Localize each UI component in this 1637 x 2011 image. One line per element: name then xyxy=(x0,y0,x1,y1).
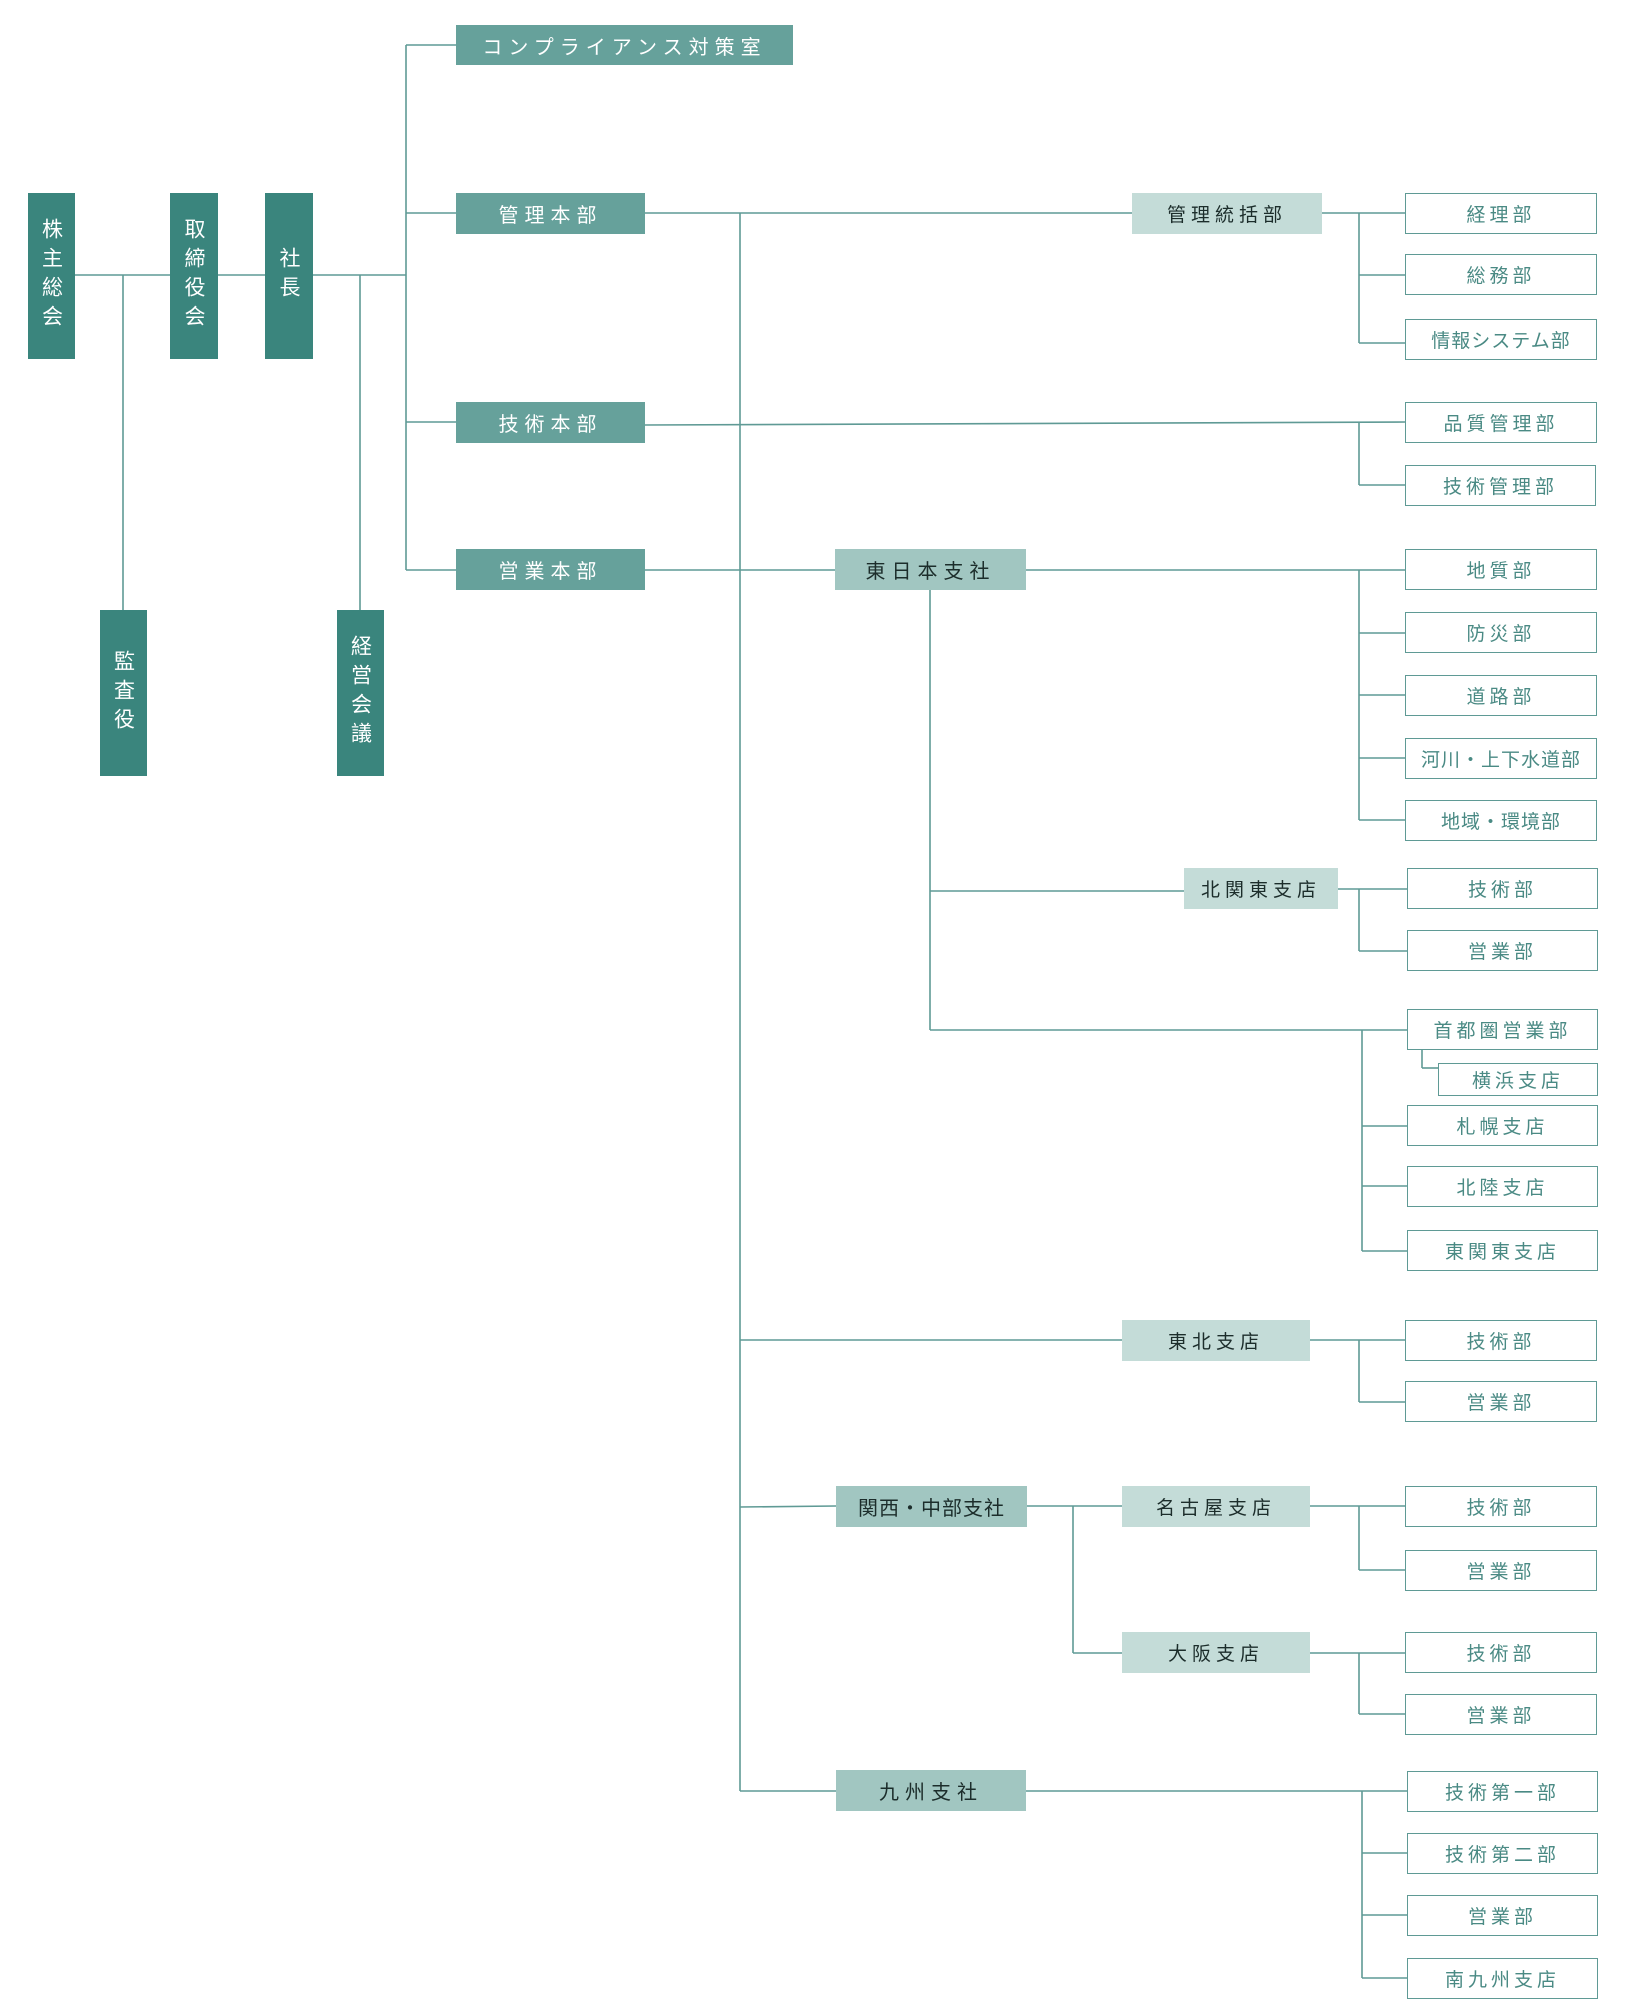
tech-hq-label: 技術本部 xyxy=(498,412,603,436)
board-of-directors-label: 取締役会 xyxy=(182,218,206,334)
dept-label: 技術部 xyxy=(1466,1497,1536,1519)
dept-label: 横浜支店 xyxy=(1471,1070,1564,1092)
dept-label: 品質管理部 xyxy=(1443,413,1559,435)
dept-box-sales: 営業部 xyxy=(1405,1550,1597,1591)
management-meeting-box: 経営会議 xyxy=(337,610,384,776)
admin-hq-box: 管理本部 xyxy=(456,193,645,234)
dept-label: 営業部 xyxy=(1467,941,1537,963)
dept-label: 河川・上下水道部 xyxy=(1420,749,1581,771)
dept-box-regional-environment: 地域・環境部 xyxy=(1405,800,1597,841)
nagoya-branch-label: 名古屋支店 xyxy=(1155,1497,1276,1519)
dept-label: 営業部 xyxy=(1466,1392,1536,1414)
dept-box-sales: 営業部 xyxy=(1407,930,1598,971)
dept-box-accounting: 経理部 xyxy=(1405,193,1597,234)
minamikyushu-branch-box: 南九州支店 xyxy=(1407,1958,1598,1999)
dept-box-sales: 営業部 xyxy=(1407,1895,1598,1936)
dept-label: 営業部 xyxy=(1466,1561,1536,1583)
dept-box-technical: 技術部 xyxy=(1407,868,1598,909)
dept-label: 南九州支店 xyxy=(1444,1969,1560,1991)
dept-box-sales: 営業部 xyxy=(1405,1694,1597,1735)
east-japan-branch-box: 東日本支社 xyxy=(835,549,1026,590)
dept-box-technical: 技術部 xyxy=(1405,1632,1597,1673)
dept-label: 技術第一部 xyxy=(1444,1782,1560,1804)
kansai-chubu-branch-label: 関西・中部支社 xyxy=(858,1496,1005,1520)
dept-box-disaster-prevention: 防災部 xyxy=(1405,612,1597,653)
dept-label: 情報システム部 xyxy=(1431,330,1571,352)
tech-hq-box: 技術本部 xyxy=(456,402,645,443)
dept-label: 営業部 xyxy=(1466,1705,1536,1727)
dept-label: 道路部 xyxy=(1466,686,1536,708)
dept-label: 地域・環境部 xyxy=(1440,811,1561,833)
dept-label: 東関東支店 xyxy=(1444,1241,1560,1263)
admin-general-box: 管理統括部 xyxy=(1132,193,1322,234)
dept-label: 防災部 xyxy=(1466,623,1536,645)
dept-box-quality-management: 品質管理部 xyxy=(1405,402,1597,443)
dept-label: 技術部 xyxy=(1466,1643,1536,1665)
dept-label: 技術第二部 xyxy=(1444,1844,1560,1866)
higashikanto-branch-box: 東関東支店 xyxy=(1407,1230,1598,1271)
dept-box-technical-2: 技術第二部 xyxy=(1407,1833,1598,1874)
management-meeting-label: 経営会議 xyxy=(348,635,373,751)
dept-box-roads: 道路部 xyxy=(1405,675,1597,716)
dept-label: 営業部 xyxy=(1467,1906,1537,1928)
sales-hq-box: 営業本部 xyxy=(456,549,645,590)
dept-box-technical: 技術部 xyxy=(1405,1320,1597,1361)
compliance-office-box: コンプライアンス対策室 xyxy=(456,25,793,65)
dept-box-general-affairs: 総務部 xyxy=(1405,254,1597,295)
dept-label: 総務部 xyxy=(1466,265,1536,287)
dept-label: 地質部 xyxy=(1466,560,1536,582)
admin-hq-label: 管理本部 xyxy=(498,203,603,227)
dept-box-technical-1: 技術第一部 xyxy=(1407,1771,1598,1812)
yokohama-branch-box: 横浜支店 xyxy=(1438,1063,1598,1096)
tohoku-branch-label: 東北支店 xyxy=(1167,1331,1264,1353)
dept-label: 首都圏営業部 xyxy=(1433,1020,1572,1042)
dept-label: 経理部 xyxy=(1466,204,1536,226)
dept-box-geology: 地質部 xyxy=(1405,549,1597,590)
president-label: 社長 xyxy=(277,247,301,305)
shareholders-meeting-label: 株主総会 xyxy=(39,218,64,334)
dept-box-information-systems: 情報システム部 xyxy=(1405,319,1597,360)
admin-general-label: 管理統括部 xyxy=(1166,204,1287,226)
dept-label: 技術部 xyxy=(1467,879,1537,901)
president-box: 社長 xyxy=(265,193,313,359)
kansai-chubu-branch-box: 関西・中部支社 xyxy=(836,1486,1027,1527)
sapporo-branch-box: 札幌支店 xyxy=(1407,1105,1598,1146)
dept-box-rivers-water: 河川・上下水道部 xyxy=(1405,738,1597,779)
hokuriku-branch-box: 北陸支店 xyxy=(1407,1166,1598,1207)
dept-box-technical: 技術部 xyxy=(1405,1486,1597,1527)
dept-label: 札幌支店 xyxy=(1456,1116,1549,1138)
kyushu-branch-box: 九州支社 xyxy=(836,1770,1026,1811)
sales-hq-label: 営業本部 xyxy=(498,559,603,583)
nagoya-branch-box: 名古屋支店 xyxy=(1122,1486,1310,1527)
osaka-branch-label: 大阪支店 xyxy=(1167,1643,1264,1665)
tohoku-branch-box: 東北支店 xyxy=(1122,1320,1310,1361)
east-japan-branch-label: 東日本支社 xyxy=(865,559,996,583)
dept-box-technical-management: 技術管理部 xyxy=(1405,465,1596,506)
shareholders-meeting-box: 株主総会 xyxy=(28,193,75,359)
kyushu-branch-label: 九州支社 xyxy=(879,1780,983,1804)
kitakanto-branch-label: 北関東支店 xyxy=(1200,879,1321,901)
dept-label: 北陸支店 xyxy=(1456,1177,1549,1199)
kitakanto-branch-box: 北関東支店 xyxy=(1184,868,1338,909)
auditor-label: 監査役 xyxy=(111,649,136,737)
dept-label: 技術管理部 xyxy=(1442,476,1558,498)
board-of-directors-box: 取締役会 xyxy=(170,193,218,359)
osaka-branch-box: 大阪支店 xyxy=(1122,1632,1310,1673)
capital-sales-dept-box: 首都圏営業部 xyxy=(1407,1009,1598,1050)
auditor-box: 監査役 xyxy=(100,610,147,776)
dept-box-sales: 営業部 xyxy=(1405,1381,1597,1422)
dept-label: 技術部 xyxy=(1466,1331,1536,1353)
compliance-office-label: コンプライアンス対策室 xyxy=(482,34,767,59)
